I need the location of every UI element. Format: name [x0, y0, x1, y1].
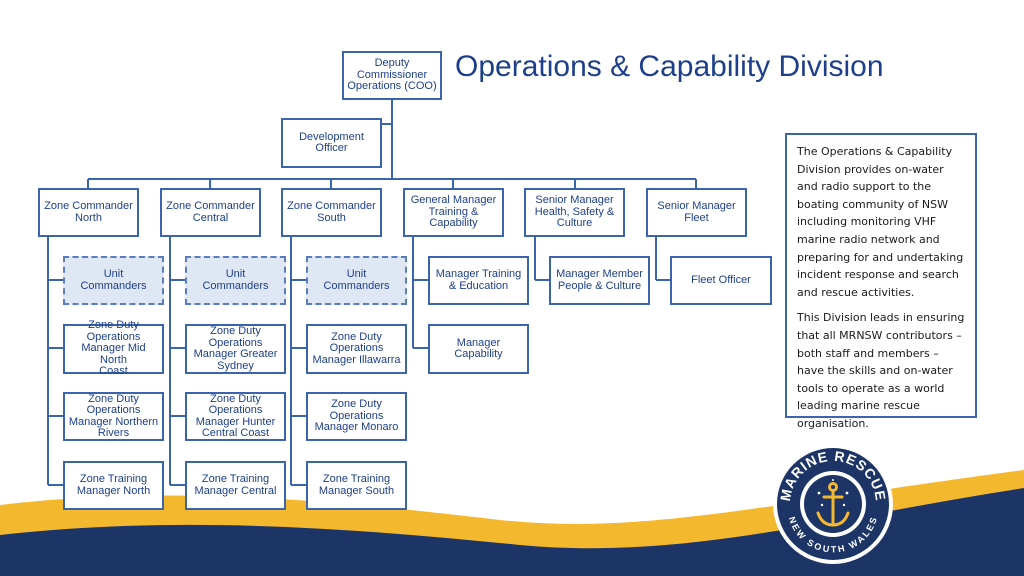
node-zone-training-central: Zone Training Manager Central: [185, 461, 286, 510]
node-development-officer: Development Officer: [281, 118, 382, 168]
marine-rescue-logo: MARINE RESCUE NEW SOUTH WALES: [773, 444, 893, 564]
description-paragraph-2: This Division leads in ensuring that all…: [797, 311, 965, 430]
node-zdo-monaro: Zone Duty Operations Manager Monaro: [306, 392, 407, 441]
page-title: Operations & Capability Division: [455, 50, 884, 83]
node-deputy-commissioner: Deputy Commissioner Operations (COO): [342, 51, 442, 100]
node-manager-training-education: Manager Training & Education: [428, 256, 529, 305]
division-description: The Operations & Capability Division pro…: [785, 133, 977, 430]
node-sm-fleet: Senior Manager Fleet: [646, 188, 747, 237]
star-dots-icon: [817, 479, 849, 507]
node-zdo-greater-sydney: Zone Duty Operations Manager Greater Syd…: [185, 324, 286, 374]
node-zone-training-south: Zone Training Manager South: [306, 461, 407, 510]
node-zone-commander-south: Zone Commander South: [281, 188, 382, 237]
node-zdo-northern-rivers: Zone Duty Operations Manager Northern Ri…: [63, 392, 164, 441]
node-gm-training-capability: General Manager Training & Capability: [403, 188, 504, 237]
node-fleet-officer: Fleet Officer: [670, 256, 772, 305]
node-zdo-mid-north-coast: Zone Duty Operations Manager Mid North C…: [63, 320, 164, 377]
description-paragraph-1: The Operations & Capability Division pro…: [797, 145, 964, 299]
node-unit-commanders-north: Unit Commanders: [63, 256, 164, 305]
navy-wave: [0, 488, 1024, 576]
node-manager-capability: Manager Capability: [428, 324, 529, 374]
node-sm-health-safety-culture: Senior Manager Health, Safety & Culture: [524, 188, 625, 237]
node-unit-commanders-south: Unit Commanders: [306, 256, 407, 305]
node-zdo-illawarra: Zone Duty Operations Manager Illawarra: [306, 324, 407, 374]
node-zone-training-north: Zone Training Manager North: [63, 461, 164, 510]
node-zdo-hunter-central-coast: Zone Duty Operations Manager Hunter Cent…: [185, 392, 286, 441]
node-zone-commander-north: Zone Commander North: [38, 188, 139, 237]
node-unit-commanders-central: Unit Commanders: [185, 256, 286, 305]
anchor-icon: [816, 482, 850, 527]
node-manager-member-people-culture: Manager Member People & Culture: [549, 256, 650, 305]
node-zone-commander-central: Zone Commander Central: [160, 188, 261, 237]
